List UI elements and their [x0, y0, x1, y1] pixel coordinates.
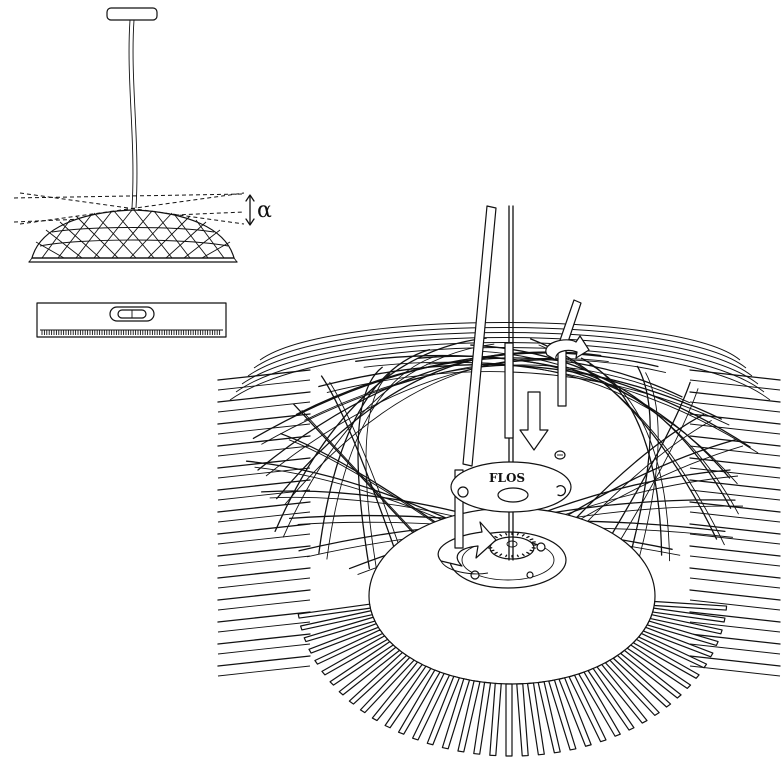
hex-key-tool	[545, 299, 590, 407]
suspension-cable-2	[132, 19, 138, 209]
top-ring: FLOS	[450, 461, 572, 513]
tilt-line-top	[13, 193, 245, 199]
ceiling-canopy	[106, 7, 158, 21]
screw	[554, 450, 566, 460]
dome-shade	[28, 209, 238, 263]
brand-label: FLOS	[489, 471, 525, 485]
lamp-exploded-view: FLOS	[217, 205, 781, 757]
fringe-strips	[297, 600, 728, 757]
spirit-level	[36, 302, 227, 338]
angle-label: α	[257, 198, 272, 223]
lamp-elevation: α	[13, 7, 272, 263]
tilt-line-cross-b	[19, 192, 245, 225]
down-arrow	[519, 391, 549, 451]
suspension-cable	[128, 19, 134, 209]
rotate-arrow-lower	[437, 521, 497, 575]
angle-arrow	[245, 194, 255, 226]
gear-knob	[487, 532, 537, 560]
